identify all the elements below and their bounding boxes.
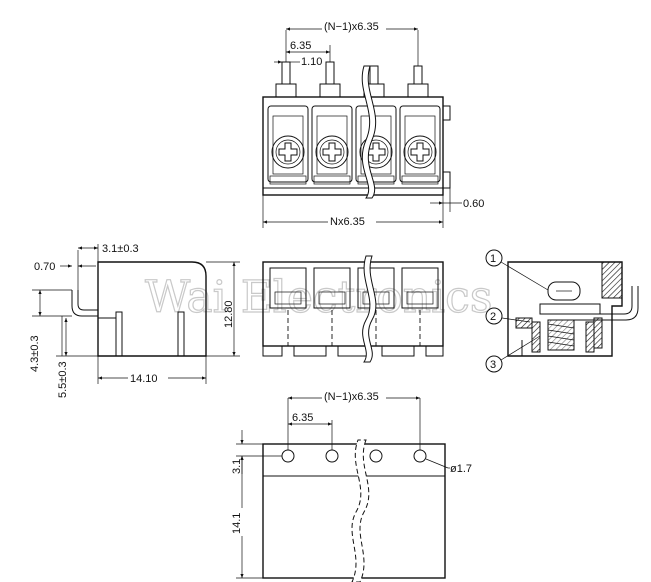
side-view: 3.1±0.3 0.70 4.3±0.3 5.5±0.3 14.10 12.80 — [29, 243, 240, 398]
hole-1 — [281, 449, 295, 463]
footprint-depth: 14.1 — [231, 513, 243, 534]
footprint-pitch-total: (N−1)x6.35 — [324, 391, 379, 403]
section-view: 1 2 3 — [485, 249, 639, 373]
footprint-view: (N−1)x6.35 6.35 3.1 14.1 ø1.7 — [230, 389, 472, 582]
top-pins — [275, 61, 429, 98]
side-lower-height: 5.5±0.3 — [57, 361, 69, 398]
side-pin-height: 4.3±0.3 — [29, 335, 41, 372]
callout-1: 1 — [490, 253, 496, 265]
top-pitch-total: (N−1)x6.35 — [324, 21, 379, 33]
hole-2 — [325, 449, 339, 463]
side-depth: 14.10 — [130, 373, 158, 385]
side-body-height: 12.80 — [223, 300, 235, 328]
side-lead: 0.70 — [34, 261, 55, 273]
top-view: (N−1)x6.35 6.35 1.10 Nx6.35 0.60 — [262, 20, 484, 228]
top-pin-width: 1.10 — [301, 56, 322, 68]
side-top-offset: 3.1±0.3 — [102, 243, 139, 255]
callout-2: 2 — [490, 311, 496, 323]
footprint-row-offset: 3.1 — [231, 459, 243, 474]
top-pitch: 6.35 — [290, 40, 311, 52]
callout-3: 3 — [490, 359, 496, 371]
footprint-hole-diameter: ø1.7 — [450, 463, 472, 475]
hole-4 — [413, 449, 427, 463]
top-thickness: 0.60 — [463, 198, 484, 210]
front-view — [262, 255, 444, 363]
top-poles — [267, 105, 441, 185]
footprint-pitch: 6.35 — [292, 412, 313, 424]
hole-3 — [369, 449, 383, 463]
top-overall: Nx6.35 — [330, 216, 365, 228]
